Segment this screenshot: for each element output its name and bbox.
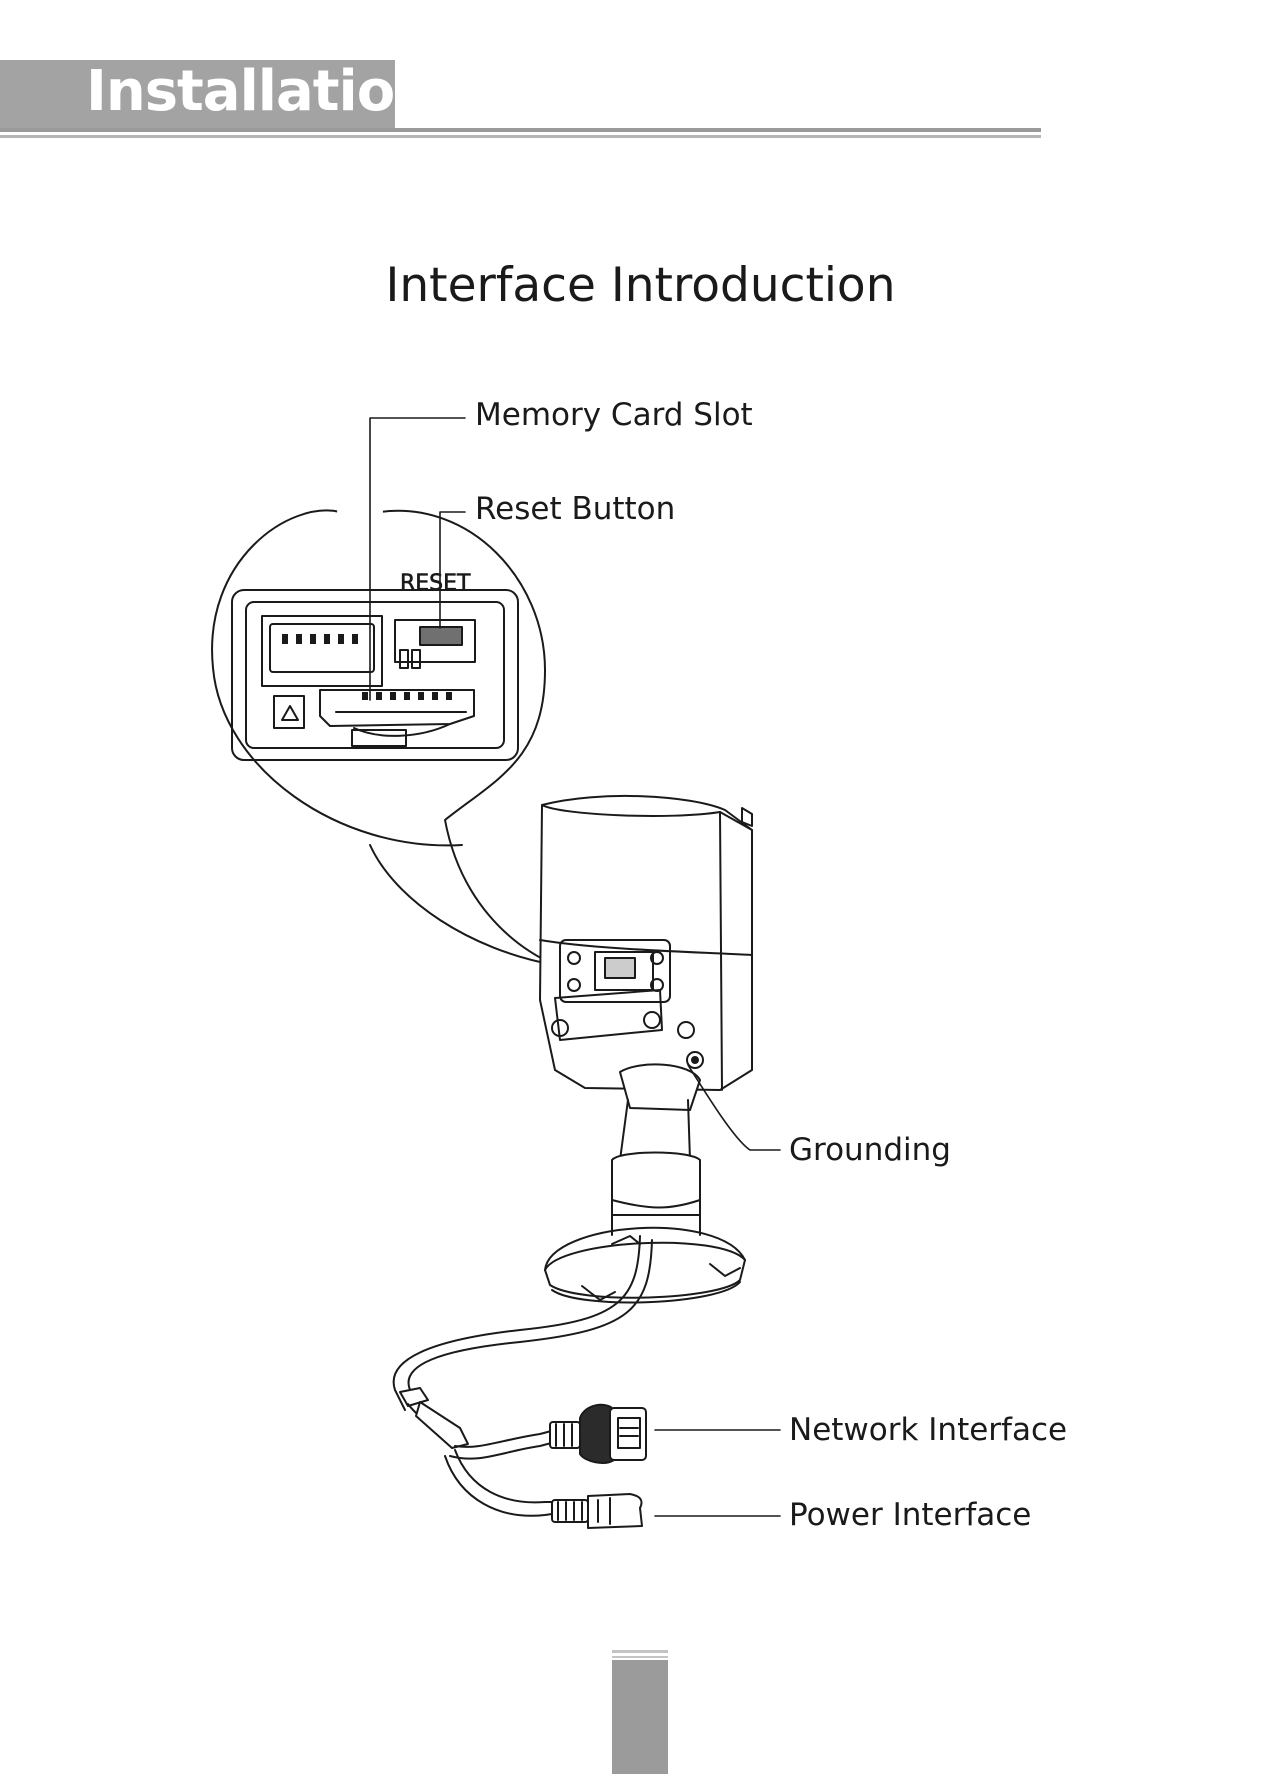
callout-reset-button: Reset Button (475, 494, 675, 525)
callout-memory-card-slot: Memory Card Slot (475, 400, 753, 431)
callout-power-interface: Power Interface (789, 1500, 1031, 1531)
mount-arm (612, 1064, 700, 1215)
camera-body (540, 796, 752, 1090)
callout-grounding: Grounding (789, 1135, 951, 1166)
footer-line-secondary (612, 1656, 668, 1658)
page-number-bar (612, 1660, 668, 1774)
reset-engraving: RESET (400, 571, 471, 596)
footer-line (612, 1650, 668, 1653)
network-connector (550, 1405, 646, 1463)
leader-memory-card-slot (370, 418, 465, 700)
detail-panel (232, 590, 518, 760)
callout-network-interface: Network Interface (789, 1415, 1067, 1446)
power-connector (552, 1494, 642, 1528)
leader-reset-button (440, 512, 465, 628)
